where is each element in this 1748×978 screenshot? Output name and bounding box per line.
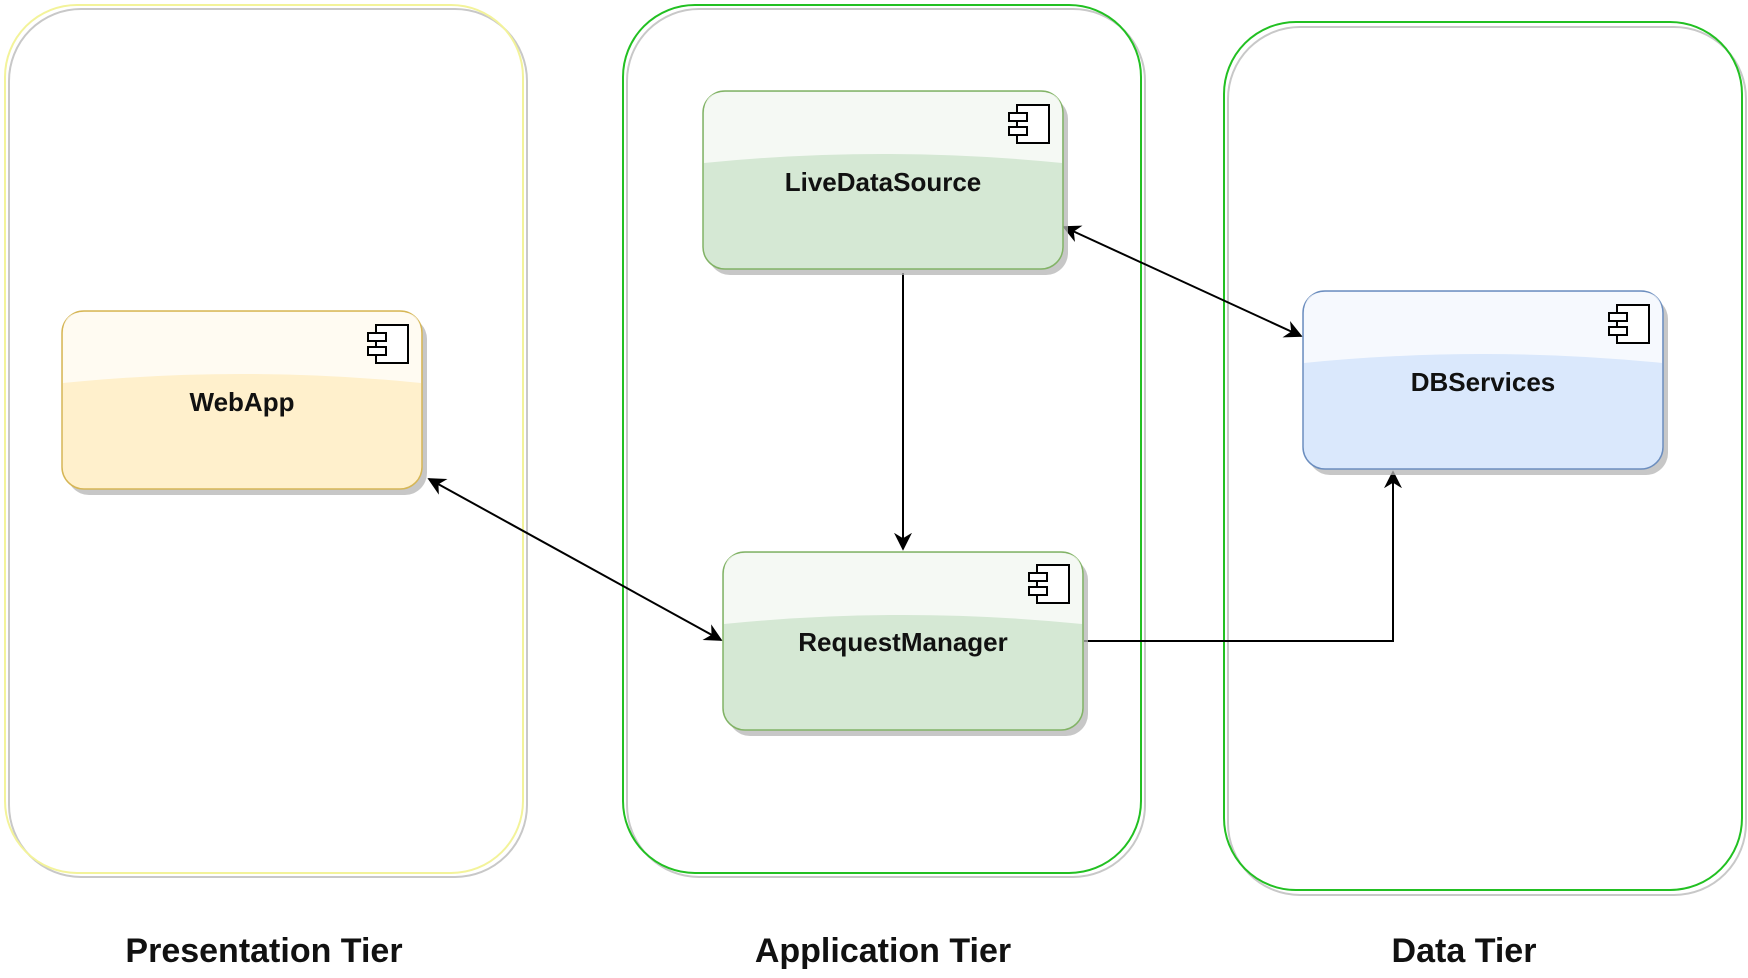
component-icon [1028,564,1070,604]
component-label: WebApp [190,387,295,417]
component-icon [367,324,409,364]
component-label: LiveDataSource [785,167,982,197]
tier-label-application: Application Tier [755,932,1011,970]
component-icon [1608,304,1650,344]
tier-data [1223,21,1747,896]
component-icon [1008,104,1050,144]
component-livedatasource[interactable]: LiveDataSource [702,90,1068,275]
tier-label-presentation: Presentation Tier [125,932,402,970]
component-label: RequestManager [798,627,1008,657]
component-webapp[interactable]: WebApp [61,310,427,495]
tier-presentation [4,4,528,878]
component-requestmanager[interactable]: RequestManager [722,551,1088,736]
connector-livedatasource-dbservices [1062,225,1303,338]
tier-label-data: Data Tier [1392,932,1537,970]
tier-application [622,4,1146,878]
component-dbservices[interactable]: DBServices [1302,290,1668,475]
connector-requestmanager-dbservices [1084,470,1402,642]
component-label: DBServices [1411,367,1556,397]
connector-webapp-requestmanager [427,478,723,641]
